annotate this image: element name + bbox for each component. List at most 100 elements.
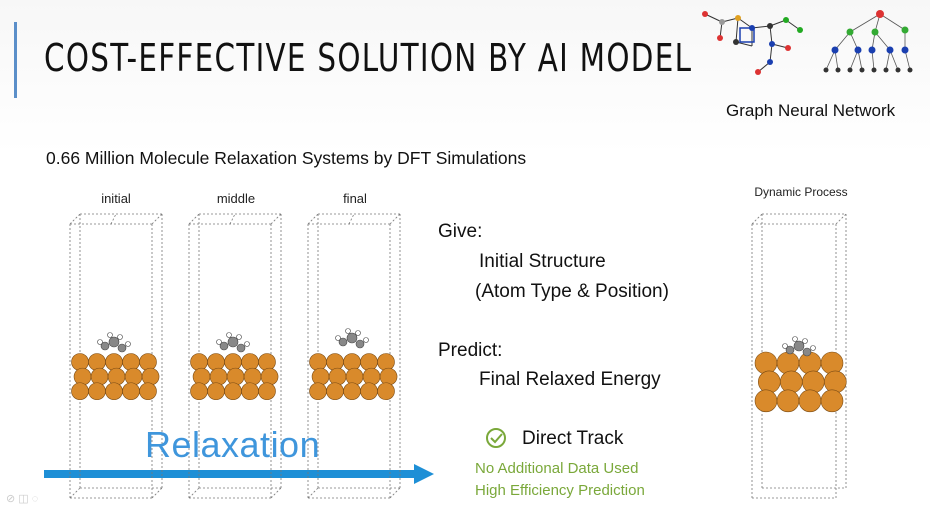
box-middle-edge (271, 214, 281, 224)
frame-label-initial: initial (76, 191, 156, 206)
adsorbate-final-molecule-atom (347, 333, 357, 343)
relaxation-label: Relaxation (145, 424, 320, 466)
adsorbate-final-molecule-atom (346, 329, 351, 334)
cluster-dynamic-atom (780, 371, 802, 393)
box-middle-edge (189, 214, 199, 224)
molecule-graph-icon (702, 11, 803, 75)
cluster-dynamic-atom (758, 371, 780, 393)
box-initial-edge (152, 214, 162, 224)
box-initial-edge (111, 214, 116, 224)
predict-heading: Predict: (438, 340, 502, 362)
cluster-middle-atom (259, 383, 276, 400)
adsorbate-middle-molecule-atom (237, 344, 245, 352)
cluster-dynamic-atom (802, 371, 824, 393)
box-middle-edge (271, 488, 281, 498)
box-dynamic-edge (752, 214, 762, 224)
adsorbate-dynamic-molecule-atom (811, 346, 816, 351)
give-heading: Give: (438, 221, 482, 243)
cluster-initial-atom (123, 383, 140, 400)
adsorbate-final-molecule-atom (364, 338, 369, 343)
adsorbate-final-molecule-atom (356, 331, 361, 336)
adsorbate-final-molecule-atom (356, 340, 364, 348)
gnn-label: Graph Neural Network (726, 101, 895, 121)
cluster-dynamic-atom (821, 390, 843, 412)
cluster-middle-atom (244, 368, 261, 385)
adsorbate-initial-molecule-atom (108, 333, 113, 338)
box-initial-edge (152, 488, 162, 498)
cluster-initial-atom (108, 368, 125, 385)
adsorbate-dynamic-molecule-atom (783, 344, 788, 349)
cluster-middle-atom (208, 354, 225, 371)
adsorbate-initial-molecule-atom (98, 340, 103, 345)
adsorbate-middle-molecule-atom (237, 335, 242, 340)
cluster-final-atom (361, 383, 378, 400)
cluster-final-atom (310, 383, 327, 400)
adsorbate-middle-molecule-atom (227, 333, 232, 338)
cluster-final-atom (344, 354, 361, 371)
cluster-middle-atom (242, 383, 259, 400)
cluster-final-atom (344, 383, 361, 400)
cluster-dynamic-atom (777, 390, 799, 412)
frame-label-final: final (315, 191, 395, 206)
cluster-dynamic-atom (755, 390, 777, 412)
note-no-additional-data: No Additional Data Used (475, 460, 638, 477)
cluster-final-atom (327, 383, 344, 400)
adsorbate-final-molecule-atom (336, 336, 341, 341)
cluster-final-atom (312, 368, 329, 385)
cluster-initial-atom (125, 368, 142, 385)
give-line-1: Initial Structure (479, 251, 606, 273)
cluster-dynamic-atom (777, 352, 799, 374)
box-final-edge (390, 488, 400, 498)
cluster-initial-atom (142, 368, 159, 385)
adsorbate-dynamic-molecule-atom (794, 341, 804, 351)
cluster-middle-atom (242, 354, 259, 371)
cluster-final-atom (361, 354, 378, 371)
adsorbate-middle-molecule-atom (217, 340, 222, 345)
cluster-dynamic-atom (821, 352, 843, 374)
predict-line: Final Relaxed Energy (479, 369, 661, 391)
cluster-middle-atom (193, 368, 210, 385)
cluster-final-atom (327, 354, 344, 371)
cluster-initial-atom (140, 383, 157, 400)
cluster-initial-atom (89, 383, 106, 400)
box-middle-edge (230, 214, 235, 224)
box-dynamic-edge (836, 214, 846, 224)
check-circle-icon (487, 429, 505, 447)
cluster-initial-atom (89, 354, 106, 371)
cluster-initial-atom (106, 354, 123, 371)
cluster-initial-atom (72, 354, 89, 371)
cluster-middle-atom (261, 368, 278, 385)
box-final-edge (308, 488, 318, 498)
box-initial-edge (70, 488, 80, 498)
frame-label-middle: middle (196, 191, 276, 206)
box-final-edge (349, 214, 354, 224)
cluster-dynamic-atom (799, 352, 821, 374)
cluster-final-atom (346, 368, 363, 385)
box-final-edge (390, 214, 400, 224)
direct-track-label: Direct Track (522, 428, 623, 450)
slide-subtitle: 0.66 Million Molecule Relaxation Systems… (46, 148, 526, 169)
cluster-final-atom (378, 383, 395, 400)
cluster-dynamic-atom (824, 371, 846, 393)
cluster-final-atom (363, 368, 380, 385)
cluster-initial-atom (72, 383, 89, 400)
cluster-initial-atom (91, 368, 108, 385)
cluster-middle-atom (208, 383, 225, 400)
cluster-middle-atom (225, 383, 242, 400)
cluster-final-atom (378, 354, 395, 371)
dynamic-process-label: Dynamic Process (748, 185, 854, 199)
adsorbate-initial-molecule-atom (118, 335, 123, 340)
note-high-efficiency: High Efficiency Prediction (475, 482, 645, 499)
adsorbate-dynamic-molecule-atom (803, 339, 808, 344)
box-initial-edge (70, 214, 80, 224)
slide-toolbar[interactable]: ⊘ ◫ ◌ (6, 492, 38, 505)
cluster-middle-atom (227, 368, 244, 385)
cluster-final-atom (310, 354, 327, 371)
cluster-initial-atom (74, 368, 91, 385)
tree-graph-icon (824, 10, 913, 73)
adsorbate-initial-molecule-atom (109, 337, 119, 347)
cluster-initial-atom (106, 383, 123, 400)
cluster-initial-atom (140, 354, 157, 371)
